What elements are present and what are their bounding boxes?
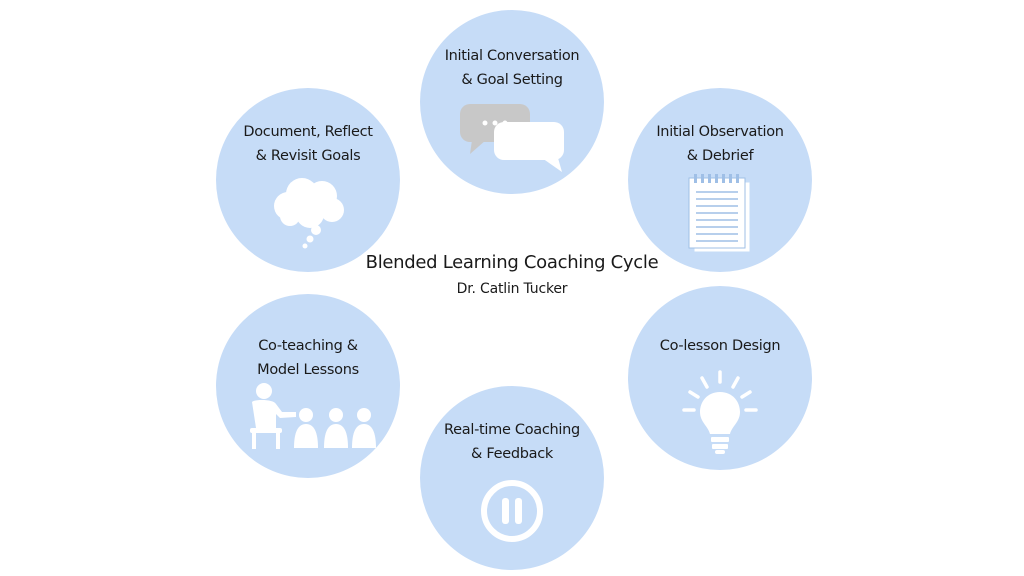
- step-real-time-coaching: Real-time Coaching & Feedback: [420, 386, 604, 570]
- step-label: Document, Reflect & Revisit Goals: [230, 120, 386, 168]
- step-document-reflect: Document, Reflect & Revisit Goals: [216, 88, 400, 272]
- step-label: Co-lesson Design: [642, 334, 798, 358]
- step-label: Real-time Coaching & Feedback: [434, 418, 590, 466]
- step-label-line-2: & Feedback: [471, 446, 553, 462]
- step-label-line-2: & Goal Setting: [461, 72, 563, 88]
- step-co-teaching: Co-teaching & Model Lessons: [216, 294, 400, 478]
- step-label: Co-teaching & Model Lessons: [230, 334, 386, 382]
- step-label-line-1: Document, Reflect: [243, 124, 373, 140]
- step-label-line-2: & Revisit Goals: [255, 148, 361, 164]
- step-label: Initial Conversation & Goal Setting: [434, 44, 590, 92]
- step-co-lesson-design: Co-lesson Design: [628, 286, 812, 470]
- diagram-subtitle: Dr. Catlin Tucker: [456, 281, 568, 297]
- step-label-line-2: & Debrief: [686, 148, 754, 164]
- step-label-line-1: Co-teaching &: [258, 338, 358, 354]
- step-initial-observation: Initial Observation & Debrief: [628, 88, 812, 272]
- step-label: Initial Observation & Debrief: [642, 120, 798, 168]
- step-label-line-1: Real-time Coaching: [444, 422, 580, 438]
- teacher-students-icon: [250, 383, 376, 449]
- notepad-icon: [688, 174, 751, 253]
- step-label-line-1: Initial Conversation: [444, 48, 580, 64]
- diagram-title: Blended Learning Coaching Cycle: [365, 252, 659, 273]
- lightbulb-icon: [682, 370, 758, 454]
- speech-bubbles-icon: [460, 104, 564, 172]
- step-initial-conversation: Initial Conversation & Goal Setting: [420, 10, 604, 194]
- step-label-line-2: Model Lessons: [257, 362, 359, 378]
- thought-cloud-icon: [274, 178, 344, 249]
- step-label-line-1: Co-lesson Design: [659, 338, 781, 354]
- pause-icon: [481, 480, 543, 542]
- step-label-line-1: Initial Observation: [656, 124, 784, 140]
